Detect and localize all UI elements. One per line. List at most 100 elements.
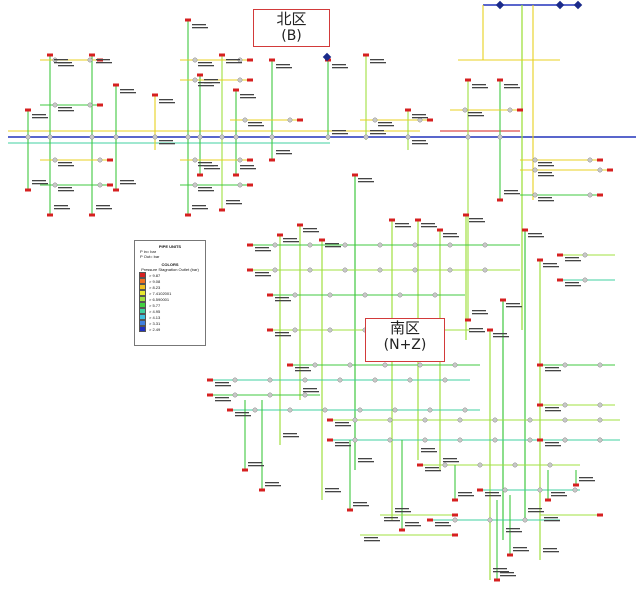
- junction-node: [237, 157, 243, 163]
- pipe-annotation: [198, 165, 214, 167]
- junction-node: [427, 407, 433, 413]
- junction-node: [192, 182, 198, 188]
- junction-node: [482, 267, 488, 273]
- pipe-annotation: [276, 67, 292, 69]
- pipe-annotation: [370, 59, 384, 61]
- pipe-annotation: [458, 495, 474, 497]
- pipe-annotation: [443, 236, 459, 238]
- pipe-annotation: [538, 200, 554, 202]
- legend-swatch: [139, 284, 146, 290]
- pipe-annotation: [545, 410, 561, 412]
- junction-node: [562, 417, 568, 423]
- pipe-annotation: [493, 333, 507, 335]
- pipe-annotation: [412, 140, 426, 142]
- junction-node: [362, 292, 368, 298]
- legend-label: > 7.4102001: [149, 290, 172, 296]
- pipe-annotation: [303, 231, 319, 233]
- pipe-annotation: [96, 205, 110, 207]
- pipe-annotation: [504, 87, 520, 89]
- pipe-annotation: [32, 183, 48, 185]
- pipe-annotation: [551, 492, 565, 494]
- pipe-annotation: [159, 102, 175, 104]
- pipe-annotation: [458, 492, 472, 494]
- valve-layer: [322, 0, 583, 62]
- junction-node: [412, 267, 418, 273]
- junction-node: [432, 292, 438, 298]
- legend-label: > 5.77: [149, 302, 161, 308]
- legend-label: > 6.590001: [149, 296, 170, 302]
- south-region-code: (N+Z): [383, 337, 427, 353]
- junction-node: [327, 327, 333, 333]
- junction-node: [527, 417, 533, 423]
- pipe-annotation: [120, 180, 134, 182]
- legend-item: > 7.4102001: [139, 290, 205, 296]
- pipe-annotation: [54, 59, 68, 61]
- pipe-endcap: [465, 78, 471, 82]
- junction-node: [532, 157, 538, 163]
- junction-node: [372, 377, 378, 383]
- junction-node: [267, 392, 273, 398]
- pipe-annotation: [204, 168, 220, 170]
- junction-node: [377, 242, 383, 248]
- pipe-endcap: [247, 58, 253, 62]
- pipe-annotation: [500, 572, 514, 574]
- pipe-endcap: [415, 218, 421, 222]
- pipe-annotation: [358, 178, 372, 180]
- junction-node: [442, 377, 448, 383]
- junction-node: [232, 392, 238, 398]
- junction-node: [417, 362, 423, 368]
- junction-node: [387, 417, 393, 423]
- pipe-annotation: [54, 208, 70, 210]
- junction-node: [322, 407, 328, 413]
- pipe-annotation: [485, 495, 501, 497]
- junction-node: [462, 107, 468, 113]
- pipe-endcap: [597, 158, 603, 162]
- pipe-endcap: [537, 438, 543, 442]
- pipe-endcap: [500, 298, 506, 302]
- junction-node: [302, 392, 308, 398]
- pipe-endcap: [107, 183, 113, 187]
- junction-node: [407, 377, 413, 383]
- pipe-annotation: [335, 445, 351, 447]
- junction-node: [457, 437, 463, 443]
- valve-symbol: [555, 0, 565, 10]
- pipe-endcap: [247, 243, 253, 247]
- pipe-annotation: [265, 485, 281, 487]
- junction-node: [597, 437, 603, 443]
- junction-node: [357, 407, 363, 413]
- junction-node: [372, 117, 378, 123]
- junction-node: [337, 377, 343, 383]
- legend-label: > 3.31: [149, 320, 161, 326]
- junction-node: [562, 362, 568, 368]
- pipe-annotation: [58, 110, 74, 112]
- junction-node: [502, 487, 508, 493]
- legend-item: > 4.13: [139, 314, 205, 320]
- pipe-annotation: [551, 495, 567, 497]
- pipe-annotation: [538, 162, 552, 164]
- pipe-endcap: [573, 483, 579, 487]
- pipe-endcap: [319, 238, 325, 242]
- junction-node: [89, 134, 95, 140]
- pipe-endcap: [233, 173, 239, 177]
- pipe-endcap: [607, 168, 613, 172]
- south-region-name: 南区: [389, 319, 420, 337]
- pipe-annotation: [325, 491, 341, 493]
- pipe-annotation: [58, 187, 72, 189]
- pipe-annotation: [565, 282, 579, 284]
- junction-node: [52, 157, 58, 163]
- pipe-endcap: [185, 213, 191, 217]
- junction-node: [562, 437, 568, 443]
- pipe-endcap: [347, 508, 353, 512]
- junction-node: [252, 407, 258, 413]
- legend-swatch: [139, 296, 146, 302]
- pipe-endcap: [497, 78, 503, 82]
- pipe-endcap: [537, 363, 543, 367]
- pipe-endcap: [185, 18, 191, 22]
- junction-node: [597, 362, 603, 368]
- pipe-annotation: [565, 260, 581, 262]
- pipe-annotation: [506, 531, 522, 533]
- pipe-annotation: [538, 197, 552, 199]
- junction-node: [582, 277, 588, 283]
- legend-swatch: [139, 314, 146, 320]
- junction-node: [307, 242, 313, 248]
